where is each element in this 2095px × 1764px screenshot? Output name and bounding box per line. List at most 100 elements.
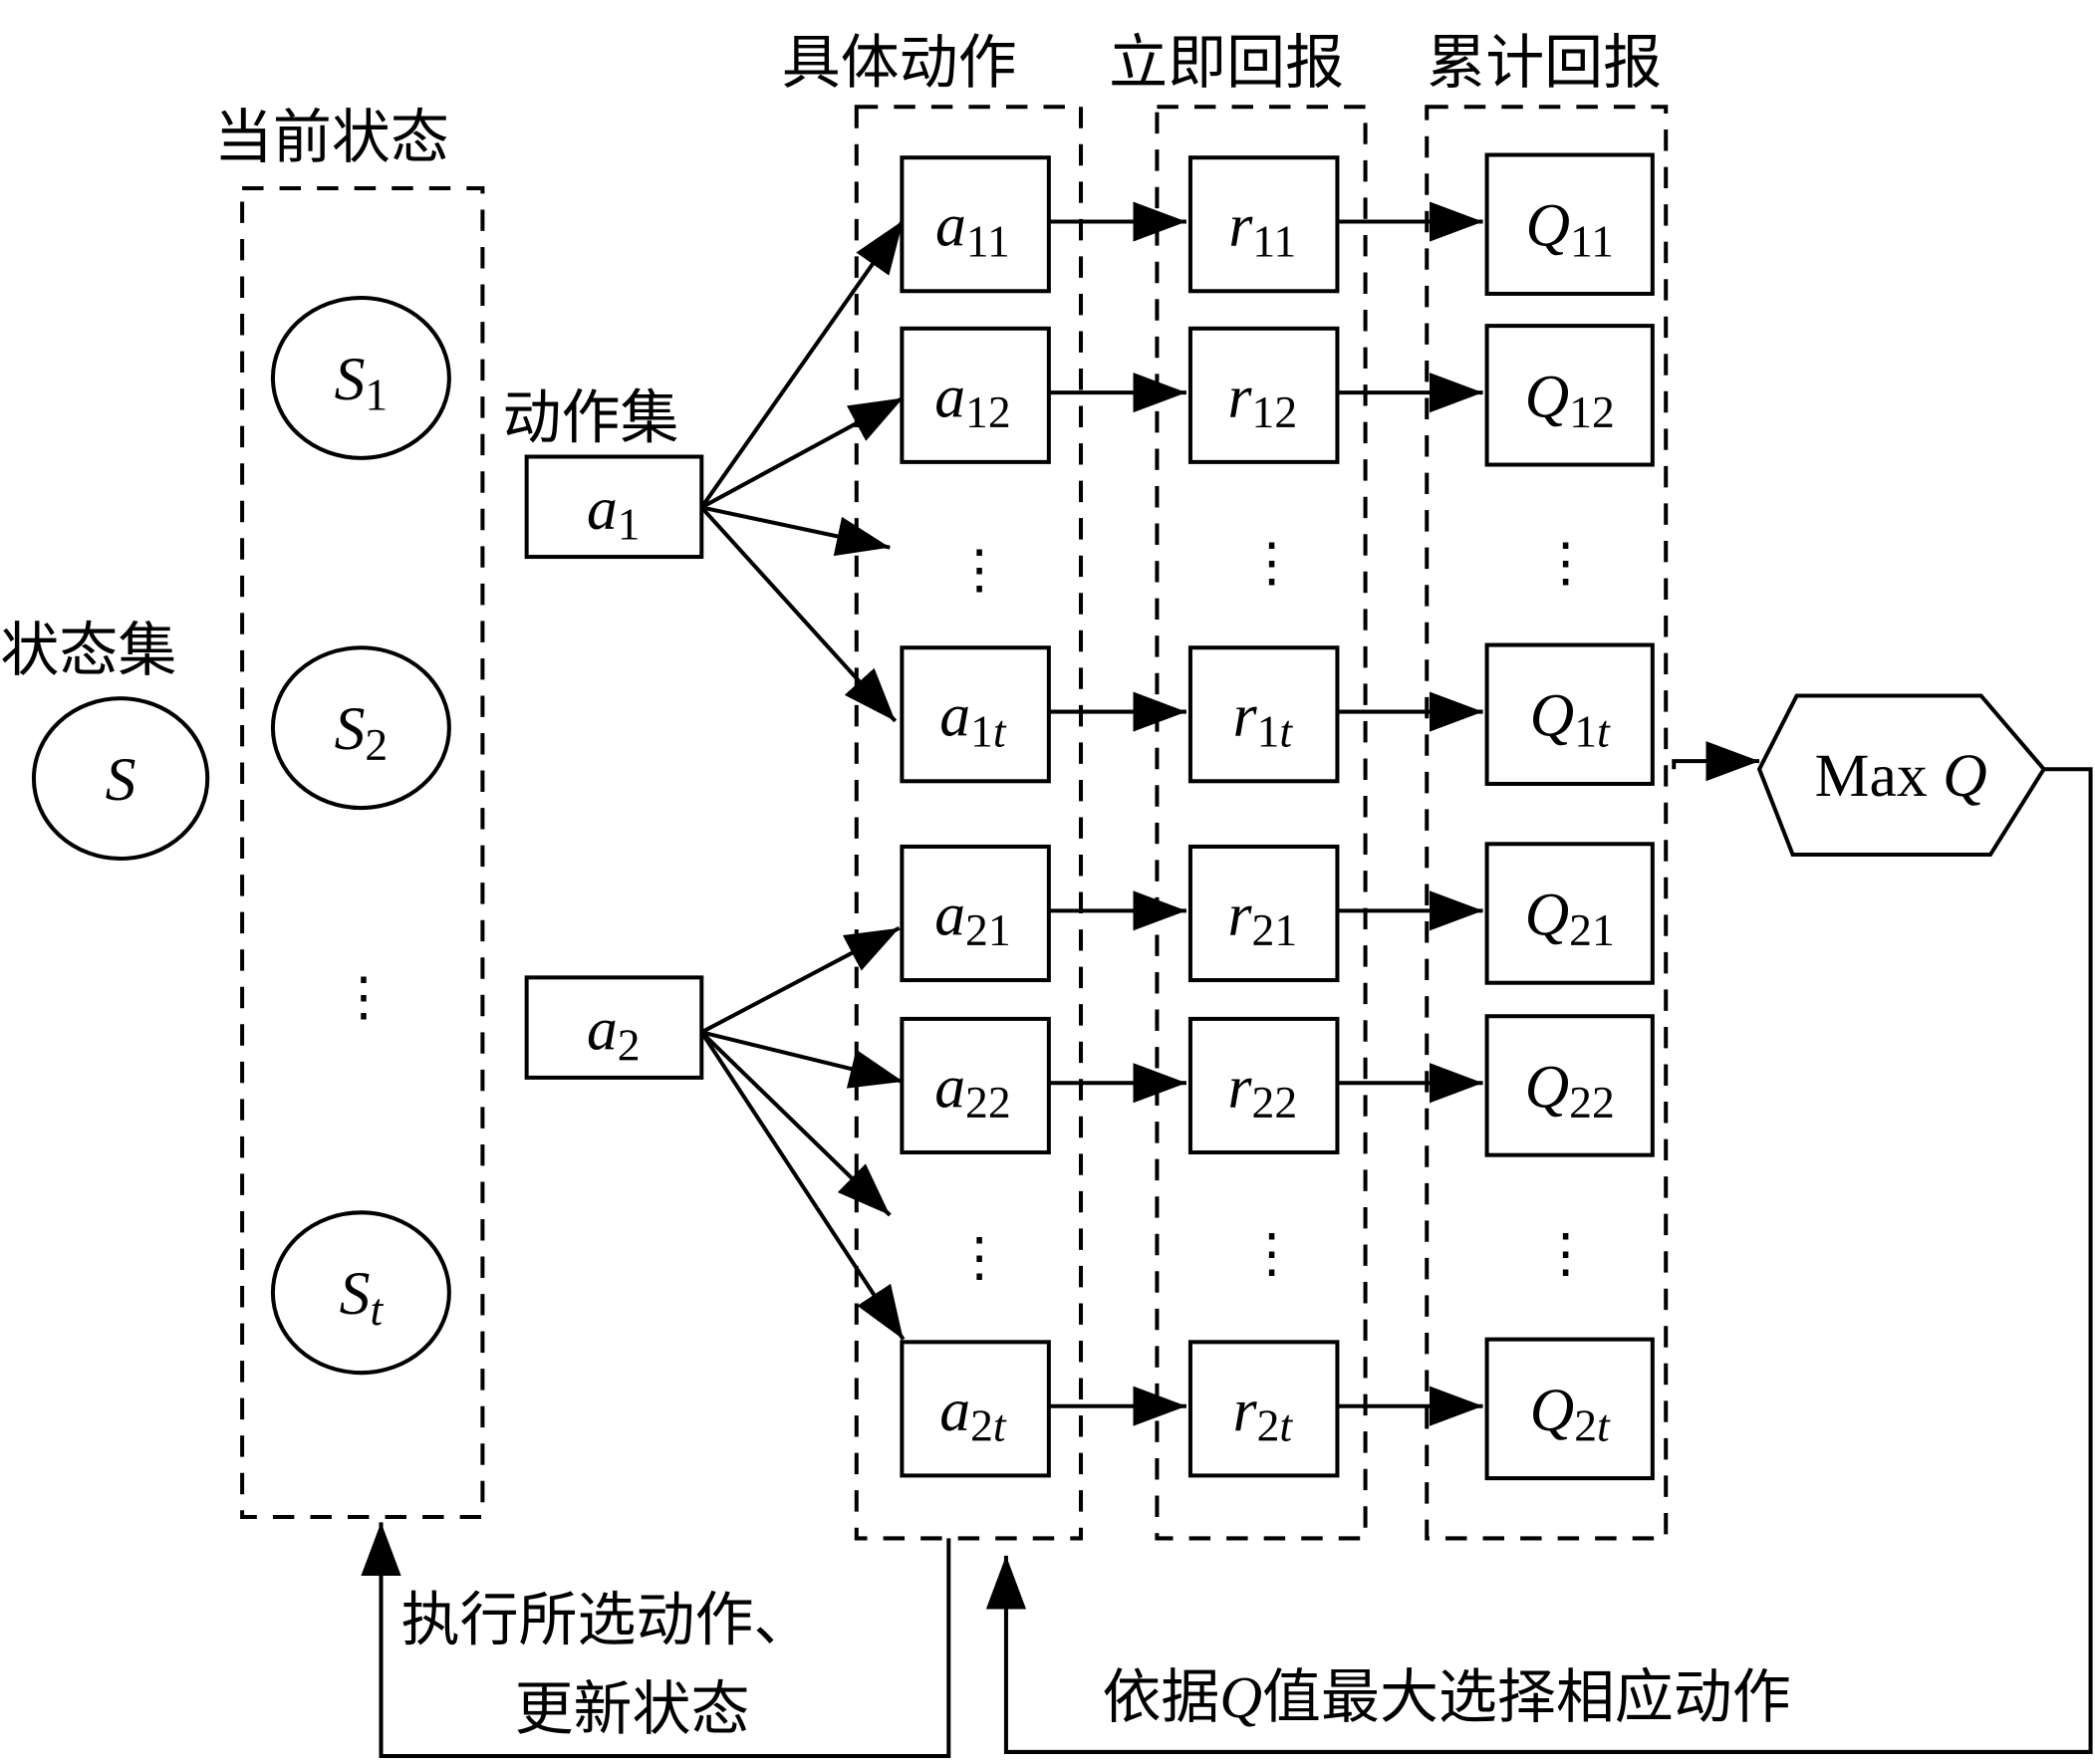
svg-text:Max Q: Max Q bbox=[1815, 742, 1987, 810]
a1-fanout-arrows bbox=[699, 219, 906, 723]
state-node-label-sub: 2 bbox=[365, 719, 388, 770]
reward-label-sub: 2t bbox=[1257, 1400, 1294, 1451]
select-action-feedback-arrow bbox=[985, 767, 2093, 1754]
state-node-1: S1 bbox=[270, 295, 451, 460]
state-set-node: S bbox=[31, 696, 210, 862]
reward-label-sub: 12 bbox=[1252, 386, 1298, 437]
to-maxq-arrow bbox=[1672, 741, 1760, 782]
q-label-sub: 21 bbox=[1569, 904, 1615, 955]
reward-box: r11 bbox=[1187, 155, 1340, 294]
action-box: a22 bbox=[900, 1016, 1051, 1154]
cumulative-reward-group bbox=[1425, 105, 1669, 1541]
action-group-1: a1 bbox=[524, 454, 704, 560]
reward-label: r21 bbox=[1228, 881, 1298, 955]
q-label-var: Q bbox=[1530, 1377, 1575, 1444]
rewards-ellipsis-1: ⋮ bbox=[1245, 533, 1299, 593]
q-label-var: Q bbox=[1525, 363, 1570, 430]
action-box: a1t bbox=[900, 645, 1051, 784]
state-node-2: S2 bbox=[270, 645, 451, 811]
action-label-sub: 1t bbox=[970, 705, 1007, 756]
state-node-label-sub: 1 bbox=[365, 370, 388, 420]
action-label-sub: 22 bbox=[965, 1077, 1011, 1128]
q-label-var: Q bbox=[1525, 192, 1570, 260]
reward-box: r21 bbox=[1187, 844, 1340, 983]
action-label-var: a bbox=[935, 192, 966, 260]
q-label-sub: 2t bbox=[1574, 1400, 1611, 1451]
state-set-label: 状态集 bbox=[0, 616, 176, 684]
reward-label-sub: 21 bbox=[1252, 904, 1298, 955]
q-label: Q2t bbox=[1530, 1377, 1611, 1451]
q-ellipsis-1: ⋮ bbox=[1539, 533, 1593, 593]
concrete-action-label: 具体动作 bbox=[782, 28, 1017, 97]
action-group-label-var: a bbox=[587, 996, 618, 1064]
reward-label-var: r bbox=[1228, 1053, 1253, 1121]
max-q-var: Q bbox=[1943, 742, 1987, 810]
reward-label: r2t bbox=[1233, 1377, 1294, 1451]
action-label-sub: 2t bbox=[970, 1400, 1007, 1451]
select-by-q-suffix: 值最大选择相应动作 bbox=[1262, 1662, 1791, 1731]
action-box: a2t bbox=[900, 1340, 1051, 1478]
q-label-sub: 11 bbox=[1570, 215, 1614, 266]
action-set-label: 动作集 bbox=[503, 383, 679, 452]
q-label-sub: 12 bbox=[1569, 386, 1615, 437]
action-label: a21 bbox=[934, 881, 1010, 955]
state-node-label: S1 bbox=[335, 346, 389, 420]
state-node-label-var: S bbox=[340, 1260, 371, 1328]
q-box: Q21 bbox=[1484, 842, 1655, 985]
reward-box: r1t bbox=[1187, 645, 1340, 784]
reward-box: r22 bbox=[1187, 1016, 1340, 1154]
action-group-label-sub: 2 bbox=[618, 1019, 641, 1070]
action-box: a12 bbox=[900, 326, 1051, 464]
execute-label-line2: 更新状态 bbox=[515, 1674, 750, 1743]
current-state-group bbox=[240, 186, 485, 1519]
state-node-label-sub: t bbox=[370, 1284, 384, 1335]
action-label: a11 bbox=[935, 192, 1010, 267]
q-label-var: Q bbox=[1525, 881, 1570, 948]
action-label-var: a bbox=[934, 1053, 965, 1121]
cumulative-reward-label: 累计回报 bbox=[1427, 28, 1662, 97]
q-ellipsis-2: ⋮ bbox=[1539, 1223, 1593, 1283]
states-ellipsis: ⋮ bbox=[337, 967, 391, 1027]
action-group-label-var: a bbox=[587, 475, 618, 543]
select-by-q-var: Q bbox=[1219, 1664, 1262, 1730]
state-node-label-var: S bbox=[335, 346, 366, 413]
immediate-reward-label: 立即回报 bbox=[1109, 28, 1344, 97]
state-node-label: S2 bbox=[335, 695, 389, 770]
reward-label: r1t bbox=[1233, 682, 1294, 757]
reward-label-sub: 11 bbox=[1252, 215, 1296, 266]
action-label-var: a bbox=[939, 682, 970, 750]
state-node-label-var: S bbox=[335, 695, 366, 763]
reward-label-var: r bbox=[1228, 192, 1253, 260]
q-box: Q2t bbox=[1484, 1337, 1655, 1481]
q-label-var: Q bbox=[1530, 682, 1575, 750]
action-label: a12 bbox=[934, 363, 1010, 437]
q-label: Q11 bbox=[1525, 192, 1613, 267]
execute-label-line1: 执行所选动作、 bbox=[401, 1585, 813, 1653]
action-label: a2t bbox=[939, 1377, 1007, 1451]
reward-label: r12 bbox=[1228, 363, 1298, 437]
max-q-node: Max Q bbox=[1756, 693, 2047, 858]
action-label: a1t bbox=[939, 682, 1007, 757]
action-label-var: a bbox=[934, 881, 965, 948]
action-box: a21 bbox=[900, 844, 1051, 983]
action-label-sub: 12 bbox=[965, 386, 1011, 437]
select-by-q-prefix: 依据 bbox=[1102, 1662, 1219, 1731]
a2-fanout-arrows bbox=[699, 925, 906, 1341]
reward-label-var: r bbox=[1233, 1377, 1258, 1444]
reward-label-var: r bbox=[1228, 881, 1253, 948]
action-label-var: a bbox=[939, 1377, 970, 1444]
q-label: Q21 bbox=[1525, 881, 1615, 955]
q-box: Q1t bbox=[1484, 642, 1655, 786]
update-state-feedback-arrow bbox=[361, 1522, 951, 1758]
action-group-2: a2 bbox=[524, 975, 704, 1080]
reward-label: r22 bbox=[1228, 1053, 1298, 1128]
action-label-var: a bbox=[934, 363, 965, 430]
action-group-label: a2 bbox=[587, 996, 641, 1071]
q-label-sub: 1t bbox=[1574, 705, 1611, 756]
max-q-text: Max bbox=[1815, 742, 1943, 810]
